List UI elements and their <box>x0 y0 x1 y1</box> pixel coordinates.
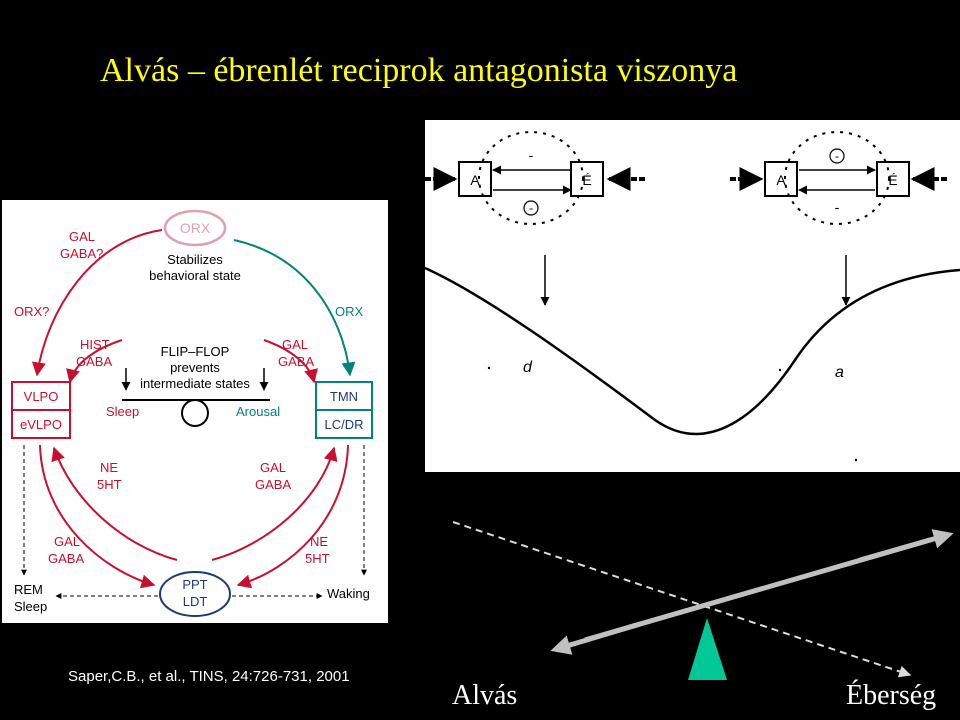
left-sketch-cluster: A É - - <box>425 131 645 225</box>
label-alvas: Alvás <box>452 680 518 711</box>
gal-low-label: GAL <box>54 534 80 549</box>
ht-left-label: 5HT <box>97 477 122 492</box>
left-minus-circle <box>523 200 539 216</box>
ne-left-label: NE <box>100 460 118 475</box>
right-minus-top: - <box>835 149 839 163</box>
citation: Saper,C.B., et al., TINS, 24:726-731, 20… <box>68 668 350 685</box>
rem-label: REM <box>14 582 43 597</box>
orx-to-tmn-arrow <box>233 239 356 377</box>
left-box-e <box>570 161 604 197</box>
right-sketch-cluster: A É - - <box>730 131 947 225</box>
right-dotted-loop <box>784 131 890 225</box>
prevents-label: prevents <box>170 360 220 375</box>
tmn-label: TMN <box>330 389 358 404</box>
orx-top-label: ORX <box>180 220 211 236</box>
ne-low-label: NE <box>310 534 328 549</box>
vlpo-label: VLPO <box>24 389 59 404</box>
waking-label: Waking <box>327 586 370 601</box>
sleep-label: Sleep <box>106 404 139 419</box>
page-title: Alvás – ébrenlét reciprok antagonista vi… <box>100 52 738 89</box>
hist-gaba-arrow <box>66 339 123 384</box>
arousal-label: Arousal <box>236 404 280 419</box>
gal-right-label: GAL <box>282 337 308 352</box>
seesaw-arrow-left <box>550 621 641 655</box>
rem-sleep-label: Sleep <box>14 599 47 614</box>
wave-label-a: a <box>835 364 844 381</box>
right-box-a <box>764 161 798 197</box>
right-box-e-label: É <box>888 172 897 188</box>
ne-5ht-low-arrow <box>236 444 349 589</box>
gal-gaba-low-arrow <box>39 444 156 589</box>
ppt-ldt-node <box>159 571 231 617</box>
wave-label-d: d <box>523 359 533 376</box>
ht-low-label: 5HT <box>305 551 330 566</box>
intermediate-states-label: intermediate states <box>140 376 250 391</box>
left-minus-top: - <box>529 147 534 163</box>
gal-gaba-right-arrow <box>263 339 318 384</box>
seesaw-beam <box>584 537 931 643</box>
behavioral-state-label: behavioral state <box>149 268 241 283</box>
sleep-wake-sketch: A É - - A É - - d a <box>425 120 960 472</box>
evlpo-label: eVLPO <box>20 417 62 432</box>
orx-node <box>163 209 227 247</box>
gal-gaba-mid-arrow <box>211 446 338 561</box>
stabilizes-label: Stabilizes <box>167 252 223 267</box>
gaba-left-label: GABA <box>76 354 112 369</box>
left-minus-bottom: - <box>529 201 533 215</box>
left-box-e-label: É <box>582 172 591 188</box>
gaba-low-label: GABA <box>48 551 84 566</box>
seesaw-fulcrum <box>688 618 727 680</box>
gal-gaba-q-label: GAL <box>69 229 95 244</box>
orx-q-label: ORX? <box>14 304 49 319</box>
ppt-label: PPT <box>182 577 207 592</box>
flip-flop-label: FLIP–FLOP <box>161 344 230 359</box>
gal-gaba-q-label-2: GABA? <box>60 246 103 261</box>
left-dotted-loop <box>478 131 584 225</box>
right-box-a-label: A <box>776 172 786 188</box>
right-box-e <box>876 161 910 197</box>
hist-label: HIST <box>80 337 110 352</box>
right-minus-bottom: - <box>835 199 840 215</box>
flip-flop-diagram: ORX Stabilizes behavioral state GAL GABA… <box>2 200 388 623</box>
gaba-right-label: GABA <box>278 354 314 369</box>
seesaw-arrow-right <box>859 529 954 563</box>
orx-right-label: ORX <box>335 304 364 319</box>
flip-flop-pivot <box>181 399 209 427</box>
lcdr-label: LC/DR <box>324 417 363 432</box>
label-eberseg: Éberség <box>846 680 937 711</box>
wave-curve <box>425 266 960 436</box>
left-box-a <box>458 161 492 197</box>
gaba-mid-label: GABA <box>255 477 291 492</box>
right-minus-circle <box>829 148 845 164</box>
gal-mid-label: GAL <box>260 460 286 475</box>
ne-5ht-arrow <box>51 446 178 561</box>
left-box-a-label: A <box>470 172 480 188</box>
seesaw-dashed-line <box>452 521 912 678</box>
orx-to-vlpo-arrow <box>32 229 163 377</box>
ldt-label: LDT <box>183 594 208 609</box>
